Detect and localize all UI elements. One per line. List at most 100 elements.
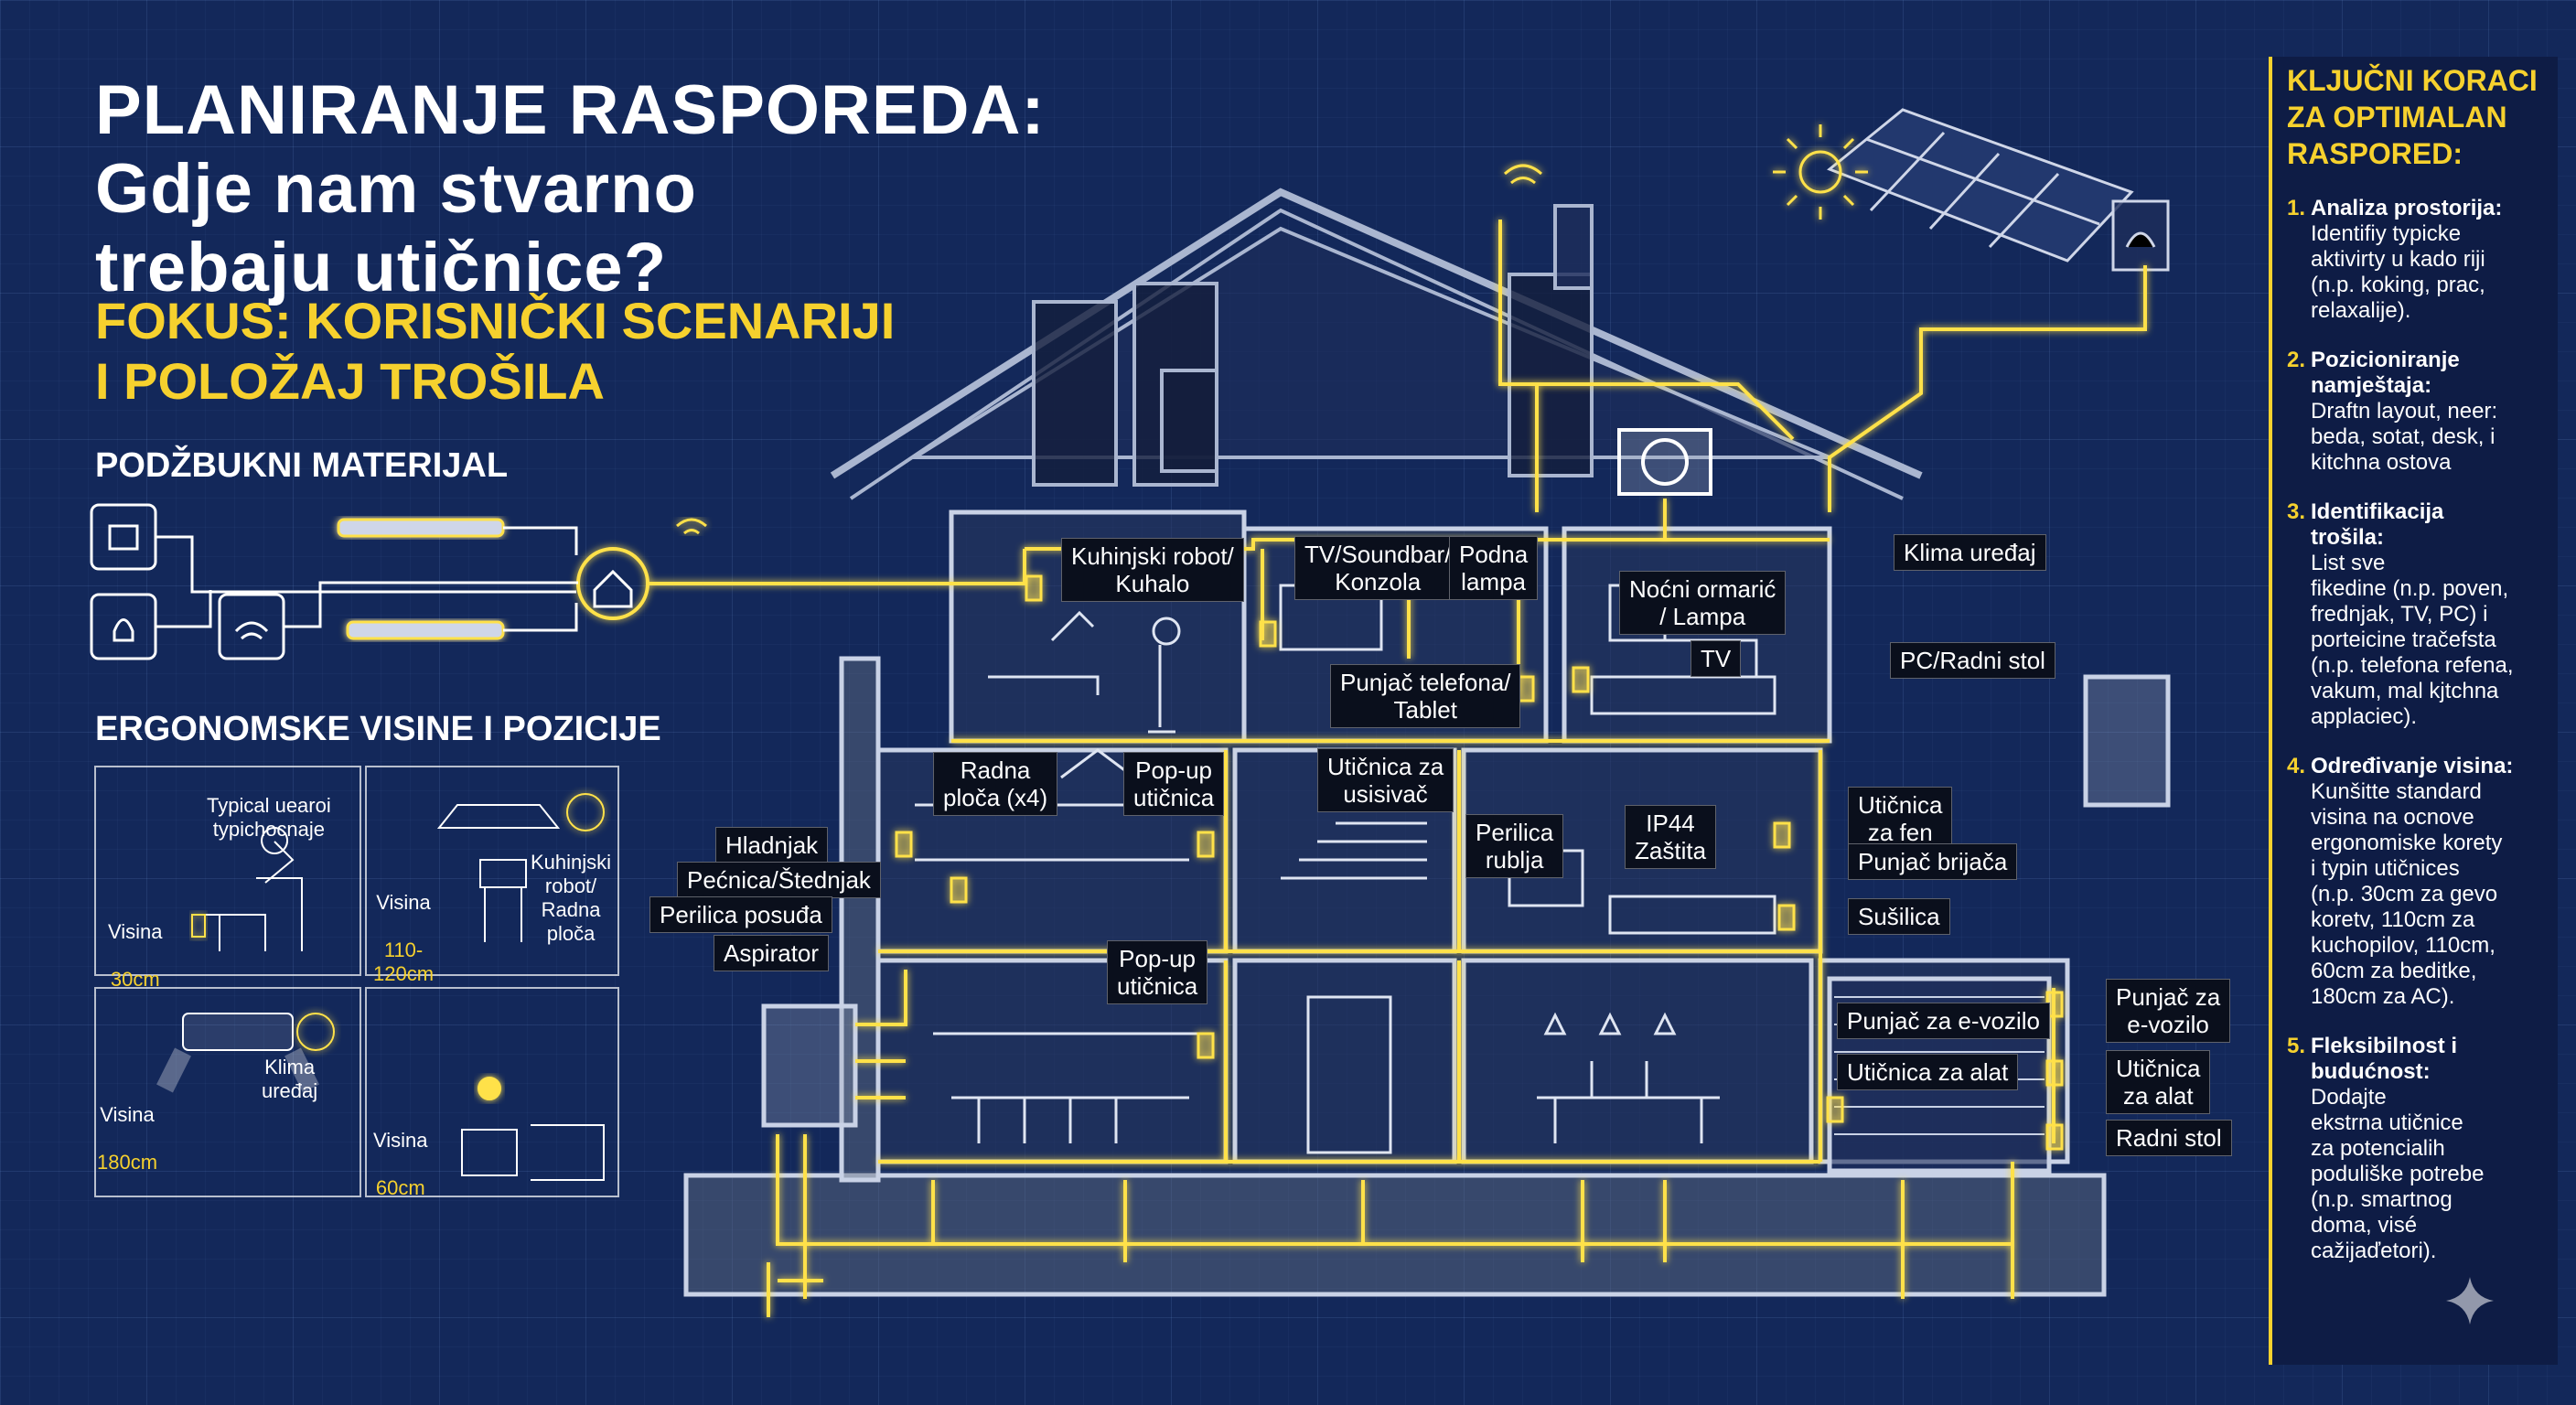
erg-box-4 [365,987,619,1197]
step-3: 3. Identifikacija trošila: List sve fike… [2287,499,2558,730]
label-tv-soundbar: TV/Soundbar/ Konzola [1294,536,1462,600]
erg-visina30: Visina 30cm [108,896,163,1015]
label-aspirator: Aspirator [714,935,830,971]
erg-visina60-label: Visina [373,1129,428,1152]
step-4-head: Određivanje visina: [2311,754,2514,778]
wiring [648,220,2147,1317]
room-bedroom-upper [1562,526,1832,744]
label-popup-uticnica-2: Pop-up utičnica [1107,940,1208,1004]
label-uticnica-fen: Utičnica za fen [1848,787,1953,851]
step-1: 1. Analiza prostorija: Identifiy typicke… [2287,196,2558,324]
label-tv: TV [1690,640,1742,677]
erg-klima-label: Klima uređaj [262,1056,318,1102]
erg-visina30-value: 30cm [110,968,160,991]
outlet-kitchen-upper [1025,574,1043,602]
label-hladnjak: Hladnjak [715,827,829,863]
label-uticnica-alat-2: Utičnica za alat [2106,1050,2211,1114]
step-1-head: Analiza prostorija: [2311,196,2503,220]
step-4: 4. Određivanje visina: Kunšitte standard… [2287,754,2558,1010]
section-podzbukni: PODŽBUKNI MATERIJAL [95,446,509,485]
erg-visina110-label: Visina [376,891,431,914]
erg-visina180-value: 180cm [97,1151,158,1174]
title-line-2: Gdje nam stvarno [95,150,697,228]
sparkle-icon [2446,1277,2494,1325]
outlet-alat [1826,1096,1844,1123]
label-radni-stol: Radni stol [2106,1120,2232,1156]
outlet-tv [1259,620,1277,648]
label-ip44: IP44 Zaštita [1625,805,1717,869]
label-podna-lampa: Podna lampa [1449,536,1539,600]
erg-visina30-label: Visina [108,920,163,943]
step-3-head: Identifikacija trošila: [2311,499,2444,550]
erg-typical-label: Typical uearoi typichocnaje [207,794,331,841]
erg-box-3 [94,987,361,1197]
label-susilica: Sušilica [1848,898,1950,935]
section-ergonomske: ERGONOMSKE VISINE I POZICIJE [95,710,661,748]
step-5: 5. Fleksibilnost i budućnost: Dodajte ek… [2287,1034,2558,1264]
outlet-oven [950,876,968,904]
step-2-num: 2. [2287,348,2306,372]
label-uticnica-usisivac: Utičnica za usisivač [1317,748,1454,812]
outlet-bedside [1572,666,1590,693]
wifi-icon [218,593,285,660]
outlet-popup [1197,831,1215,858]
step-3-num: 3. [2287,499,2306,524]
label-pc-radni-stol: PC/Radni stol [1890,642,2055,679]
electrical-panel [2083,674,2171,808]
smart-home-hub [90,503,707,660]
label-pecnica: Pećnica/Štednjak [677,862,881,898]
label-perilica-rublja: Perilica rublja [1465,814,1564,878]
erg-box-2 [365,766,619,976]
step-5-body: Dodajte ekstrna utičnice za potencialih … [2311,1085,2485,1263]
label-perilica-posuda: Perilica posuđa [649,896,832,933]
label-punjac-evozilo-1: Punjač za e-vozilo [1837,1003,2050,1039]
subtitle-line-2: I POLOŽAJ TROŠILA [95,352,605,410]
fuse-box [761,1003,858,1128]
label-punjac-evozilo-2: Punjač za e-vozilo [2106,979,2231,1043]
panel-title: KLJUČNI KORACI ZA OPTIMALAN RASPORED: [2287,64,2538,170]
subtitle-line-1: FOKUS: KORISNIČKI SCENARIJI [95,292,896,349]
step-4-num: 4. [2287,754,2306,778]
house-roof [830,188,1923,500]
room-dining-low [1461,958,1814,1164]
step-1-num: 1. [2287,196,2306,220]
step-2-head: Pozicioniranje namještaja: [2311,348,2460,398]
outlet-susilica [1777,904,1796,931]
erg-visina110-value: 110- 120cm [373,938,435,985]
outlet-fen [1773,821,1791,849]
step-1-body: Identifiy typicke aktivirty u kado riji … [2311,221,2485,323]
step-3-body: List sve fikedine (n.p. poven, frednjak,… [2311,551,2514,729]
solar-panel [1503,108,2170,272]
room-hall-low [1232,958,1457,1164]
label-kuhinjski-robot: Kuhinjski robot/ Kuhalo [1061,538,1244,602]
label-klima-uredaj: Klima uređaj [1894,534,2046,571]
label-uticnica-alat-1: Utičnica za alat [1837,1054,2019,1090]
switch-icon [90,503,157,571]
label-nocni-ormaric: Noćni ormarić / Lampa [1619,571,1787,635]
furniture [915,584,1776,1154]
sun-icon [1798,150,1842,194]
outlet-radni-stol [2045,1123,2064,1151]
ergonomic-grid [94,766,619,1197]
label-punjac-telefona: Punjač telefona/ Tablet [1330,664,1521,728]
wifi-roof-icon [1503,164,1543,185]
step-5-num: 5. [2287,1034,2306,1058]
step-4-body: Kunšitte standard visina na ocnove ergon… [2311,779,2503,1009]
erg-visina110: Visina 110- 120cm [373,867,434,1010]
erg-kuhinjski-label: Kuhinjski robot/ Radna ploča [531,851,612,945]
label-radna-ploca: Radna ploča (x4) [933,752,1058,816]
label-punjac-brijaca: Punjač brijača [1848,843,2018,880]
erg-visina60: Visina 60cm [373,1105,428,1224]
label-popup-uticnica-1: Pop-up utičnica [1123,752,1225,816]
erg-box-1 [94,766,361,976]
outlet-alat-2 [2045,1059,2064,1087]
foundation [683,1173,2107,1297]
title-line-1: PLANIRANJE RASPOREDA: [95,71,1046,149]
step-5-head: Fleksibilnost i budućnost: [2311,1034,2458,1084]
bulb-icon [90,593,157,660]
page-title: PLANIRANJE RASPOREDA: Gdje nam stvarno t… [95,71,1046,307]
outlets [895,574,2064,1151]
step-2: 2. Pozicioniranje namještaja: Draftn lay… [2287,348,2558,476]
outlet-fridge [895,831,913,858]
steps-panel: KLJUČNI KORACI ZA OPTIMALAN RASPORED: 1.… [2269,57,2558,1365]
